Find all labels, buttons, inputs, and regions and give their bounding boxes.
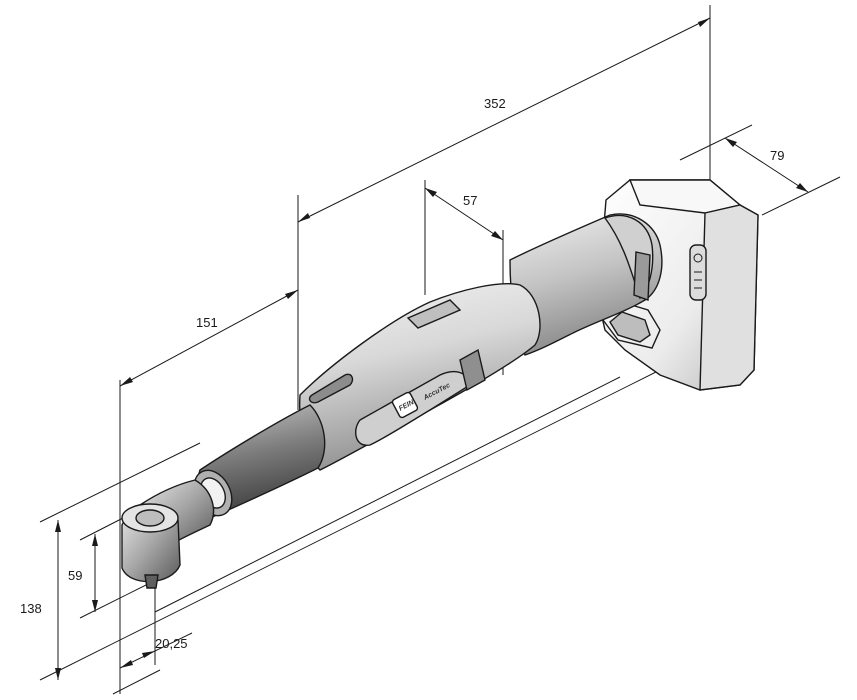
- dim-79-label: 79: [770, 148, 784, 163]
- fein-logo-badge: [391, 391, 419, 419]
- dim-151-label: 151: [196, 315, 218, 330]
- dim-138-label: 138: [20, 601, 42, 616]
- motor-body: FEIN AccuTec: [298, 282, 541, 471]
- battery-pack: [597, 179, 759, 391]
- dim-57-label: 57: [463, 193, 477, 208]
- dimension-lines: [39, 5, 841, 695]
- handle: [509, 213, 663, 356]
- dimension-labels: 352 79 57 151 138 59 20,25: [20, 96, 784, 651]
- dim-352-label: 352: [484, 96, 506, 111]
- dim-2025-label: 20,25: [155, 636, 188, 651]
- angle-head: [121, 479, 215, 589]
- dim-59-label: 59: [68, 568, 82, 583]
